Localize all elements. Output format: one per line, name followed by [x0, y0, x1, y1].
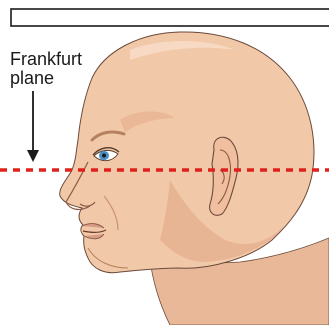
frankfurt-plane-label: Frankfurt plane [10, 50, 100, 88]
label-line-2: plane [10, 69, 100, 88]
pupil [102, 154, 106, 158]
label-line-1: Frankfurt [10, 50, 100, 69]
top-frame [11, 9, 329, 26]
down-arrow-icon [27, 91, 39, 162]
